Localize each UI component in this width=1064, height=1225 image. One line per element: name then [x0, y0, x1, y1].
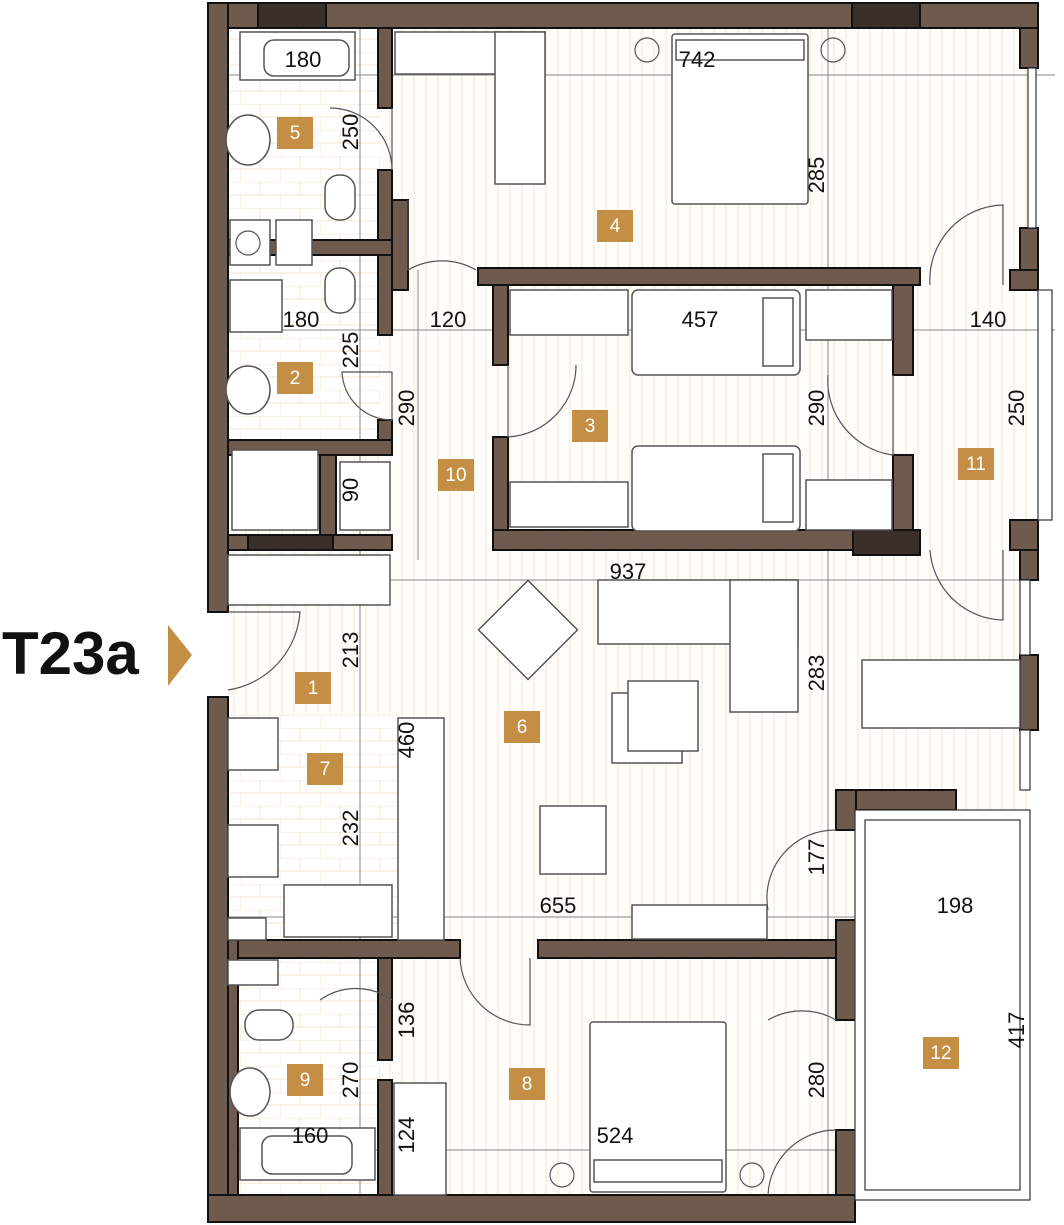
- dim-bath9-tub: 160: [292, 1123, 329, 1148]
- svg-text:10: 10: [445, 465, 466, 486]
- dim-balcony-door: 177: [804, 839, 829, 876]
- dim-living-w: 937: [610, 559, 647, 584]
- door-swings: [227, 107, 1004, 1196]
- svg-text:2: 2: [290, 368, 301, 389]
- dim-balcony12-w: 198: [937, 893, 974, 918]
- dimension-labels: 180 250 742 285 180 120 457 140 225 290 …: [283, 47, 1029, 1154]
- svg-text:8: 8: [522, 1074, 533, 1095]
- dim-closet8-h: 124: [394, 1117, 419, 1154]
- dim-balcony11-w: 140: [970, 307, 1007, 332]
- unit-title: T23a: [2, 620, 139, 687]
- dim-bath9-h: 270: [338, 1062, 363, 1099]
- svg-text:7: 7: [320, 759, 331, 780]
- windows: [247, 2, 1053, 1201]
- svg-text:1: 1: [308, 678, 319, 699]
- dim-living-depth: 460: [394, 722, 419, 759]
- furniture: [225, 31, 1021, 1196]
- dim-room8-w: 524: [597, 1123, 634, 1148]
- svg-text:9: 9: [300, 1070, 311, 1091]
- room-badge-2: 2: [277, 362, 313, 394]
- entrance-arrow-icon: [168, 625, 192, 686]
- room-badge-12: 12: [923, 1037, 959, 1069]
- dim-entry-h: 213: [338, 632, 363, 669]
- walls: [207, 2, 1039, 1223]
- dim-room3-w: 457: [682, 307, 719, 332]
- dim-hall10-h: 290: [394, 390, 419, 427]
- svg-text:3: 3: [585, 416, 596, 437]
- room-badge-3: 3: [572, 410, 608, 442]
- room-badge-9: 9: [287, 1064, 323, 1096]
- svg-text:6: 6: [517, 717, 528, 738]
- room-badge-5: 5: [277, 117, 313, 149]
- room-badge-6: 6: [504, 711, 540, 743]
- room-badge-10: 10: [438, 459, 474, 491]
- dim-bath2-h: 225: [338, 332, 363, 369]
- dim-room4-w: 742: [679, 47, 716, 72]
- dim-bath2-w: 180: [283, 307, 320, 332]
- svg-text:12: 12: [930, 1043, 951, 1064]
- room-badge-8: 8: [509, 1068, 545, 1100]
- dim-balcony12-h: 417: [1004, 1012, 1029, 1049]
- dim-room8-h: 280: [804, 1062, 829, 1099]
- room-badge-1: 1: [295, 672, 331, 704]
- room-badge-11: 11: [958, 448, 994, 480]
- svg-text:4: 4: [610, 216, 621, 237]
- dim-room4-h: 285: [804, 157, 829, 194]
- room-badge-4: 4: [597, 210, 633, 242]
- room-badge-7: 7: [307, 753, 343, 785]
- dim-living-h: 283: [804, 655, 829, 692]
- dim-kitchen-h: 232: [338, 810, 363, 847]
- svg-text:5: 5: [290, 123, 301, 144]
- svg-text:11: 11: [966, 454, 986, 475]
- dim-balcony11-h: 250: [1004, 390, 1029, 427]
- dim-closet-h: 90: [338, 478, 363, 502]
- dim-room3-h: 290: [804, 390, 829, 427]
- dim-bath5-tub: 180: [285, 47, 322, 72]
- dim-living-w2: 655: [540, 893, 577, 918]
- dim-hall-w: 120: [430, 307, 467, 332]
- dim-hall8-h: 136: [394, 1002, 419, 1039]
- dim-bath5-w: 250: [338, 114, 363, 151]
